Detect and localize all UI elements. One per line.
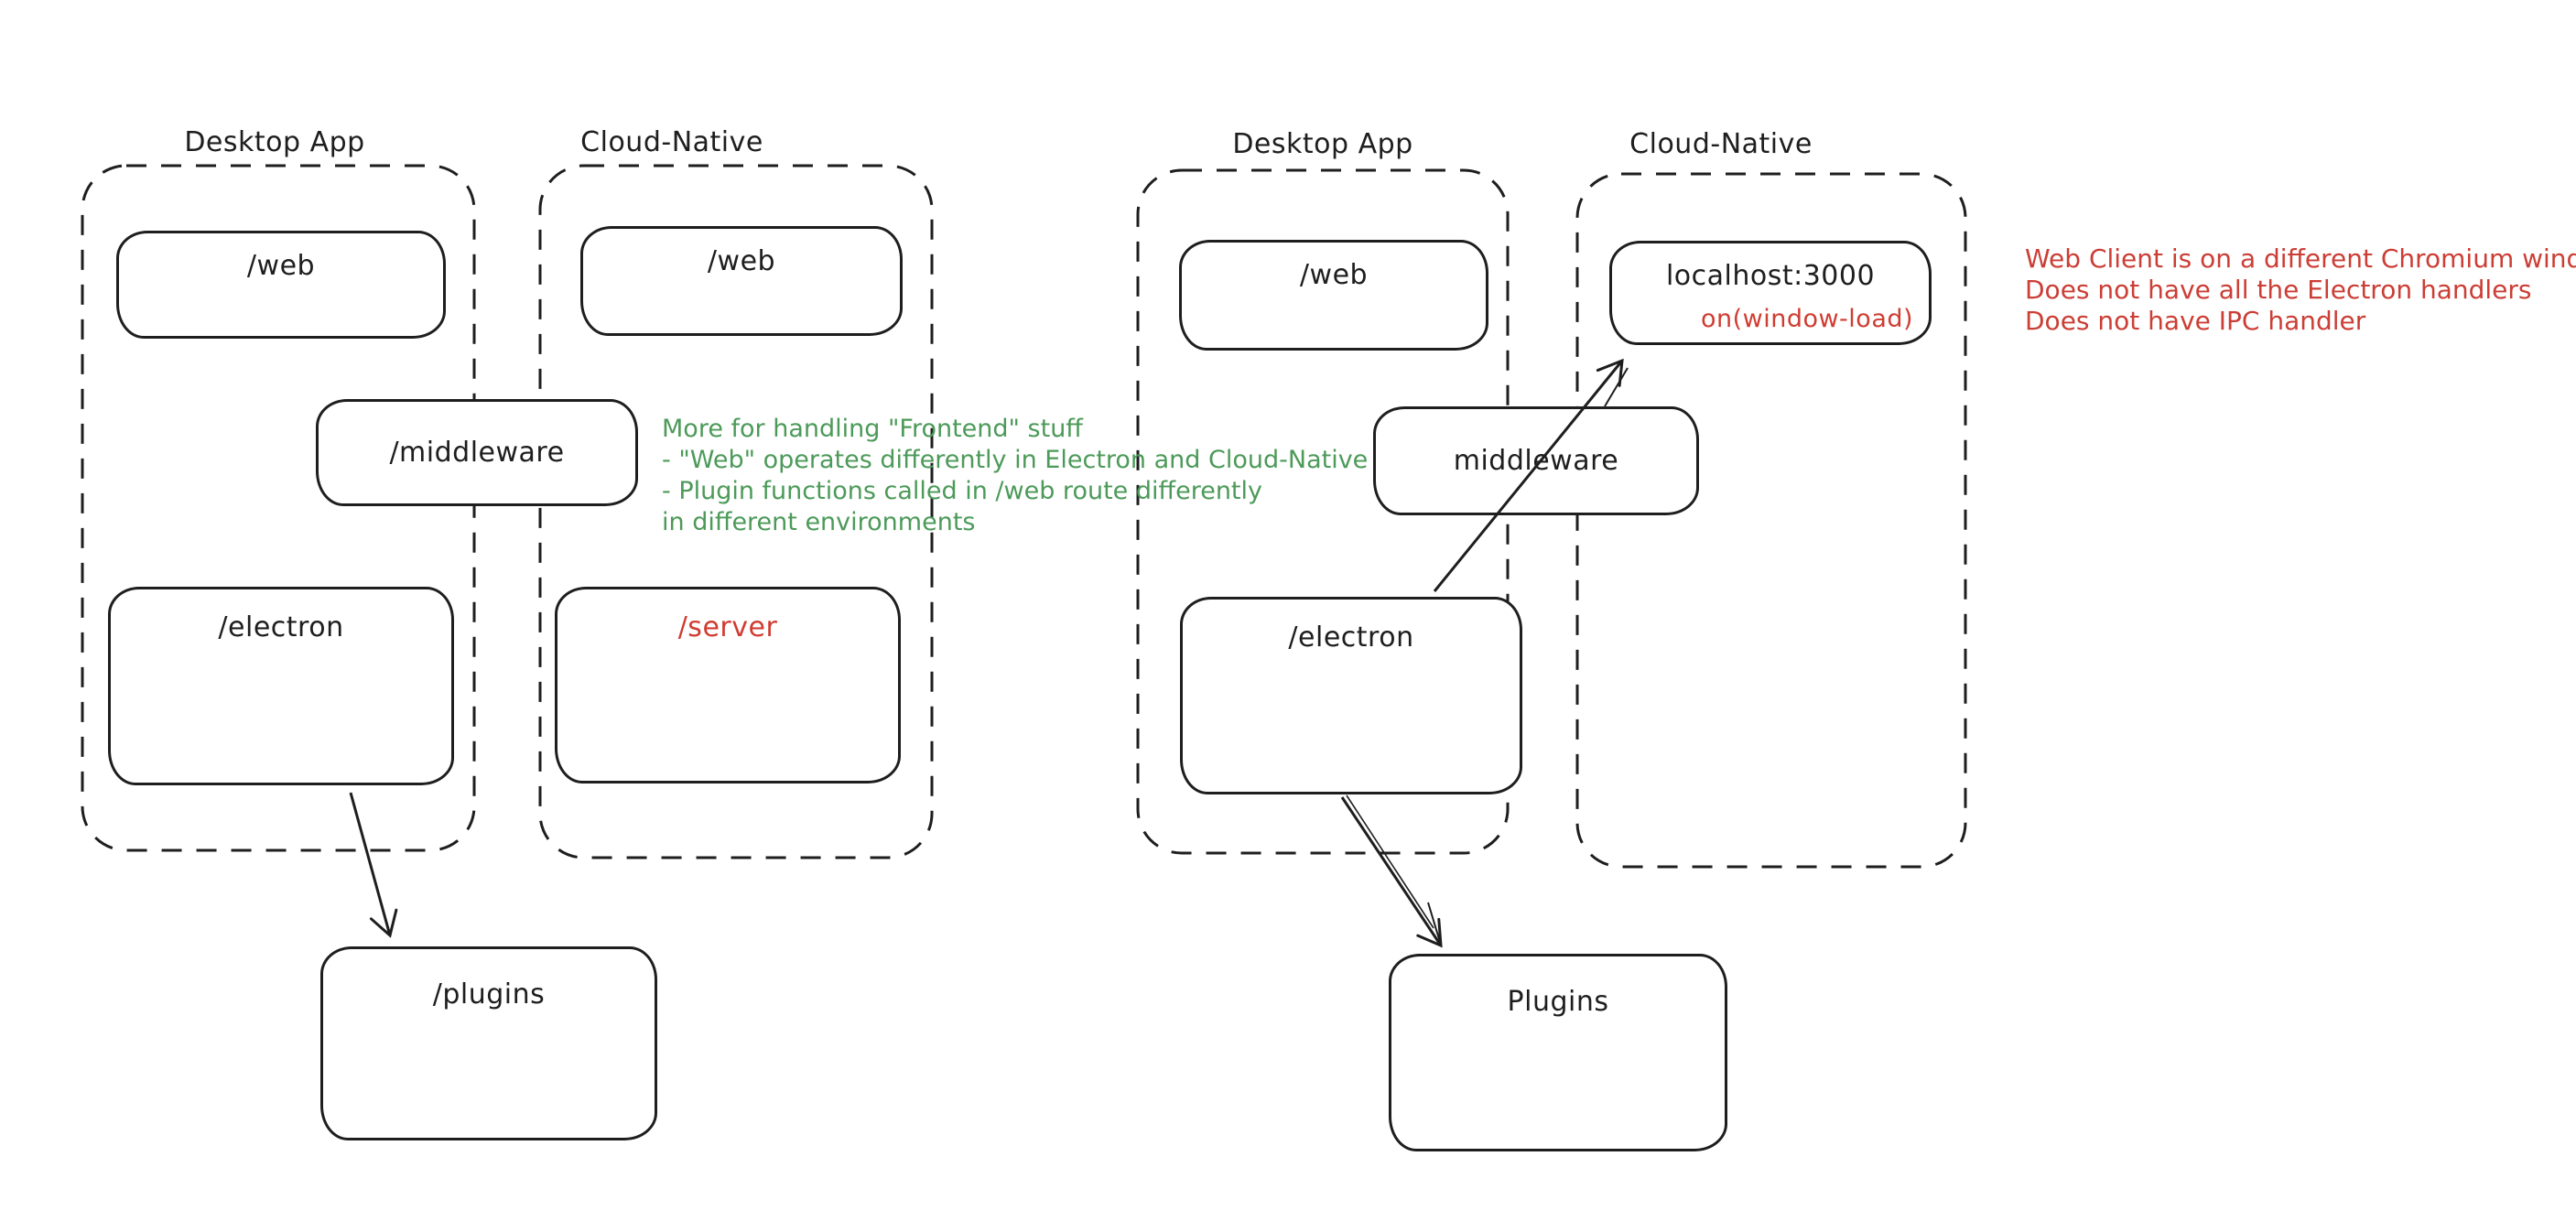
box-plugins-left-label: /plugins: [432, 978, 546, 1010]
label-cloud-native-right: Cloud-Native: [1629, 128, 1813, 160]
box-middleware-left: /middleware: [316, 399, 638, 506]
box-web-cloud-left: /web: [580, 226, 903, 336]
box-plugins-right: Plugins: [1389, 954, 1727, 1151]
box-localhost-label: localhost:3000: [1665, 260, 1876, 292]
arrow-localhost-extra-stroke: [1604, 367, 1629, 407]
box-server-left: /server: [555, 587, 901, 784]
box-plugins-right-label: Plugins: [1507, 986, 1609, 1018]
note-green-line: - Plugin functions called in /web route …: [662, 477, 1263, 505]
label-desktop-app-right: Desktop App: [1232, 128, 1413, 160]
note-green-line: in different environments: [662, 508, 976, 536]
box-electron-left: /electron: [108, 587, 454, 785]
label-cloud-native-left: Cloud-Native: [580, 126, 763, 158]
box-web-desktop-right: /web: [1179, 240, 1488, 351]
box-web-desktop-left-label: /web: [246, 250, 316, 282]
box-web-desktop-right-label: /web: [1299, 259, 1369, 291]
arrow-electron-to-plugins-left: [349, 792, 398, 938]
box-web-cloud-left-label: /web: [707, 245, 776, 277]
box-server-left-label: /server: [677, 611, 778, 643]
note-green-line: More for handling "Frontend" stuff: [662, 415, 1083, 443]
box-plugins-left: /plugins: [320, 946, 657, 1140]
box-electron-left-label: /electron: [218, 611, 344, 643]
box-electron-right: /electron: [1180, 597, 1522, 794]
note-green-frontend: More for handling "Frontend" stuff - "We…: [662, 414, 1368, 538]
box-localhost-window-load-label: on(window-load): [1700, 305, 1914, 333]
box-localhost: localhost:3000 on(window-load): [1609, 241, 1932, 345]
box-middleware-left-label: /middleware: [389, 437, 565, 469]
note-red-web-client: Web Client is on a different Chromium wi…: [2025, 243, 2576, 337]
label-desktop-app-left: Desktop App: [184, 126, 365, 158]
arrow-plugins-echo-stroke: [1346, 794, 1434, 929]
arrow-electron-to-plugins-right: [1340, 796, 1443, 948]
arrow-plugins-extra-stroke: [1427, 902, 1441, 943]
note-red-line: Web Client is on a different Chromium wi…: [2025, 243, 2576, 274]
box-middleware-right: middleware: [1373, 406, 1699, 515]
note-red-line: Does not have IPC handler: [2025, 306, 2366, 336]
box-web-desktop-left: /web: [116, 231, 446, 339]
note-red-line: Does not have all the Electron handlers: [2025, 275, 2532, 305]
box-middleware-right-label: middleware: [1453, 445, 1619, 477]
note-green-line: - "Web" operates differently in Electron…: [662, 446, 1369, 474]
box-electron-right-label: /electron: [1288, 621, 1414, 654]
